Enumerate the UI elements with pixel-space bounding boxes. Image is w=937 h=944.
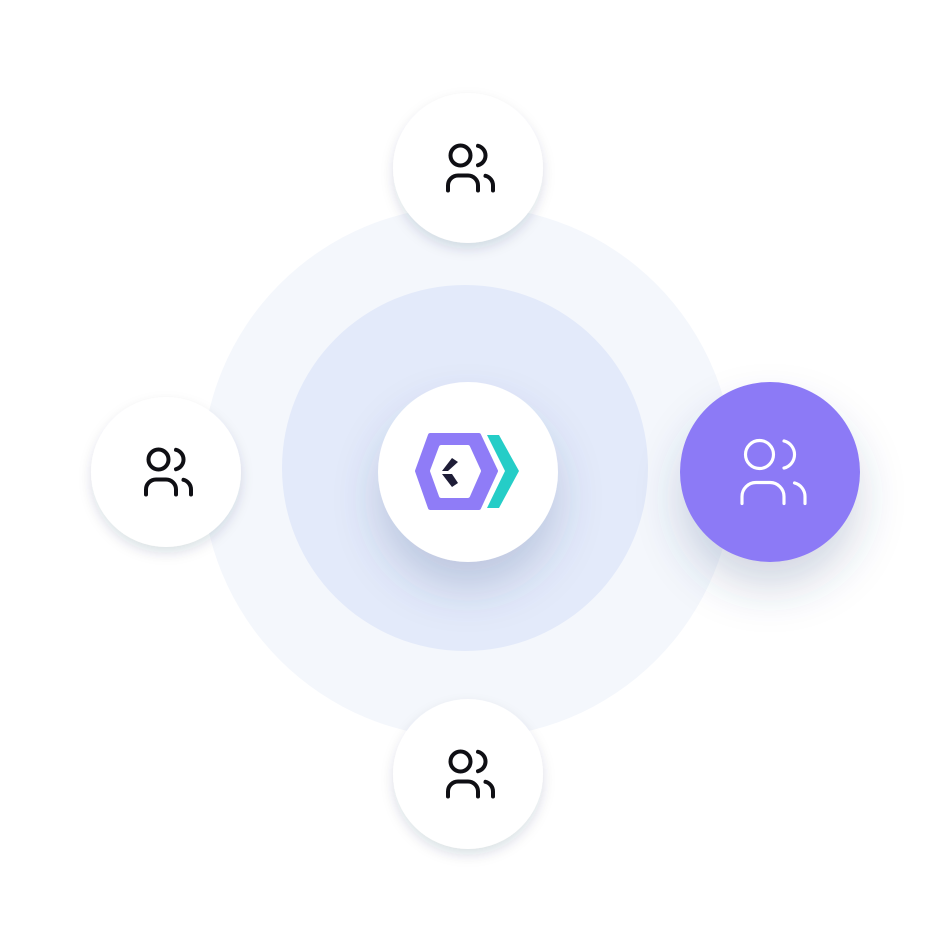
node-top[interactable]: [393, 93, 543, 243]
center-node[interactable]: [378, 382, 558, 562]
brand-logo-icon: [415, 433, 519, 510]
node-bottom[interactable]: [393, 699, 543, 849]
node-right-active[interactable]: [680, 382, 860, 562]
node-left[interactable]: [91, 397, 241, 547]
